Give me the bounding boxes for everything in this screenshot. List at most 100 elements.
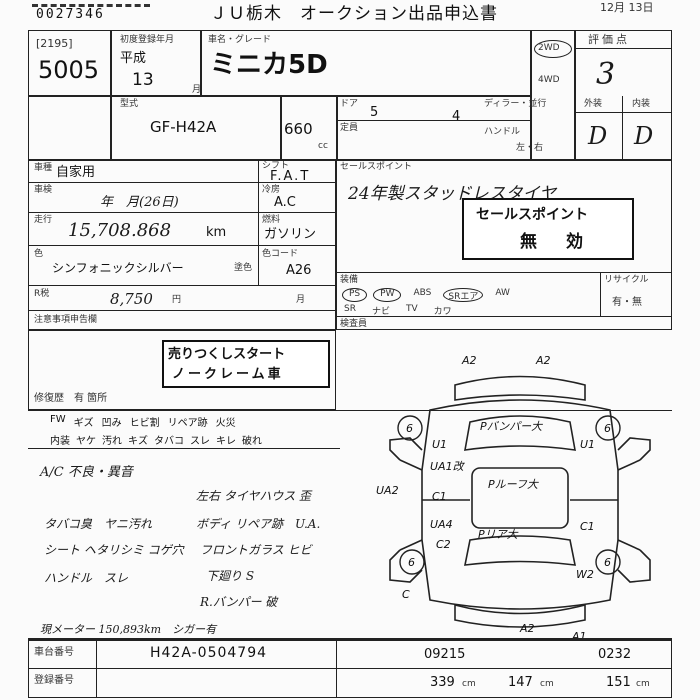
- inspector-label: 検査員: [340, 319, 368, 329]
- rear-bumper-shape: [454, 603, 586, 628]
- note-6: ハンドル スレ: [44, 571, 129, 585]
- first-reg-month-unit: 月: [192, 85, 202, 95]
- tire4-label: 6: [604, 556, 611, 569]
- score-value: 3: [596, 57, 616, 92]
- tire-rear-left-icon: [399, 549, 425, 575]
- fuel-label: 燃料: [262, 215, 281, 225]
- car-name-value: ミニカ5D: [210, 50, 328, 80]
- tire-rear-right-icon: [595, 549, 621, 575]
- recycle-label: リサイクル: [604, 275, 649, 285]
- owner-label: 登録番号: [34, 675, 74, 686]
- usage-label: 車種: [34, 163, 53, 173]
- dim-width: 147: [508, 675, 533, 690]
- mileage-value: 15,708.868: [68, 220, 172, 241]
- note-2: タバコ臭 ヤニ汚れ: [44, 517, 153, 531]
- note-1: 左右 タイヤハウス 歪: [196, 489, 312, 503]
- dealer-label: ディラー・並行: [484, 99, 547, 109]
- sell-stamp: 売りつくしスタート ノークレーム車: [162, 340, 330, 388]
- notice-label: 注意事項申告欄: [34, 315, 98, 325]
- check-fw: FW: [50, 414, 66, 425]
- diagram-w2: W2: [576, 568, 594, 581]
- sales-stamp-line2: 無 効: [520, 232, 589, 252]
- first-reg-era: 平成: [120, 51, 147, 66]
- displacement-value: 660: [284, 120, 313, 138]
- dim-length-unit: cm: [462, 679, 476, 689]
- first-reg-year: 13: [132, 70, 154, 90]
- dim-height: 151: [606, 675, 631, 690]
- equipment-label: 装備: [340, 275, 359, 285]
- check-scratch: ギズ: [73, 418, 94, 429]
- sales-stamp-line1: セールスポイント: [476, 207, 588, 223]
- dim-width-unit: cm: [540, 679, 554, 689]
- checklist-row2: 内装 ヤケ 汚れ キズ タバコ スレ キレ 破れ: [50, 432, 340, 447]
- note-4: シート ヘタリシミ コゲ穴: [44, 543, 184, 557]
- equip-pw: PW: [373, 288, 402, 302]
- seats-label: 定員: [340, 123, 359, 133]
- handle-value: 左・右: [516, 143, 544, 153]
- ac-label: 冷房: [262, 185, 281, 195]
- check-interior: 内装: [50, 436, 70, 447]
- header-date: 12月 13日: [600, 1, 654, 14]
- color-code-label: 色コード: [262, 249, 299, 259]
- sell-stamp-line2: ノークレーム車: [172, 367, 284, 382]
- equip-navi: ナビ: [371, 307, 390, 317]
- serial-number: 0027346: [36, 7, 105, 22]
- check-dirt: 汚れ: [102, 436, 122, 447]
- front-bumper-shape: [454, 375, 586, 401]
- tax-value: 8,750: [110, 290, 153, 308]
- page-title: ＪＵ栃木 オークション出品申込書: [210, 4, 498, 24]
- tire2-label: 6: [604, 422, 611, 435]
- equip-abs: ABS: [413, 288, 432, 298]
- check-tear: 破れ: [242, 436, 262, 447]
- equip-leather: カワ: [433, 307, 452, 317]
- diagram-ua4: UA4: [430, 518, 453, 531]
- bottom-frame: [28, 640, 672, 698]
- interior-label: 内装: [632, 99, 651, 109]
- car-damage-diagram: 6 6 6 6 A2 A2 Pバンパー大 UA1改 Pルーフ大 C1 U1 U1…: [376, 354, 651, 640]
- handle-label: ハンドル: [484, 127, 521, 137]
- model-value: GF-H42A: [150, 118, 217, 136]
- diagram-u1a: U1: [432, 438, 447, 451]
- sales-frame: [336, 160, 672, 330]
- doors-value: 5: [370, 105, 379, 120]
- exterior-label: 外装: [584, 99, 603, 109]
- note-5: フロントガラス ヒビ: [200, 543, 312, 557]
- lot-number: 5005: [38, 56, 100, 84]
- check-repair: リペア跡: [167, 418, 208, 429]
- car-name-label: 車名・グレード: [208, 35, 272, 45]
- inspection-label: 車検: [34, 185, 53, 195]
- equip-ps: PS: [342, 288, 368, 302]
- rear-window-shape: [463, 535, 577, 566]
- recycle-value: 有・無: [612, 297, 642, 308]
- paint-label: 塗色: [234, 263, 253, 273]
- tax-month: 月: [296, 295, 306, 305]
- bottom-code-2: 0232: [598, 647, 632, 662]
- exterior-grade: D: [588, 122, 608, 150]
- drive-2wd-circle: [534, 40, 572, 58]
- diagram-a2-right: A2: [535, 354, 551, 367]
- diagram-a2-bottom: A2: [519, 622, 535, 635]
- score-label: 評価点: [588, 33, 630, 46]
- equip-sr: SR: [344, 304, 356, 314]
- middle-frame: [28, 330, 336, 410]
- tax-unit: 円: [172, 295, 182, 305]
- checklist-row1: FW ギズ 凹み ヒビ割 リペア跡 火災: [50, 414, 340, 429]
- shift-label: シフト: [262, 161, 290, 171]
- diagram-a1: A1: [571, 630, 587, 640]
- diagram-c1a: C1: [432, 490, 447, 503]
- diagram-p-rear: Pリア大: [478, 528, 519, 541]
- ac-value: A.C: [274, 195, 296, 210]
- diagram-ua1: UA1改: [430, 460, 466, 473]
- diagram-u1b: U1: [580, 438, 595, 451]
- check-burn: ヤケ: [76, 436, 96, 447]
- equip-aw: AW: [495, 288, 510, 298]
- diagram-c2: C2: [436, 538, 451, 551]
- sell-stamp-line1: 売りつくしスタート: [168, 347, 286, 362]
- drive-2wd: 2WD: [538, 43, 560, 53]
- check-cut: キレ: [216, 436, 236, 447]
- hood-shape: [464, 415, 576, 451]
- chassis-value: H42A-0504794: [150, 645, 268, 661]
- note-8: R.バンパー 破: [200, 595, 278, 609]
- diagram-a2-left: A2: [461, 354, 477, 367]
- mileage-unit: km: [206, 225, 227, 240]
